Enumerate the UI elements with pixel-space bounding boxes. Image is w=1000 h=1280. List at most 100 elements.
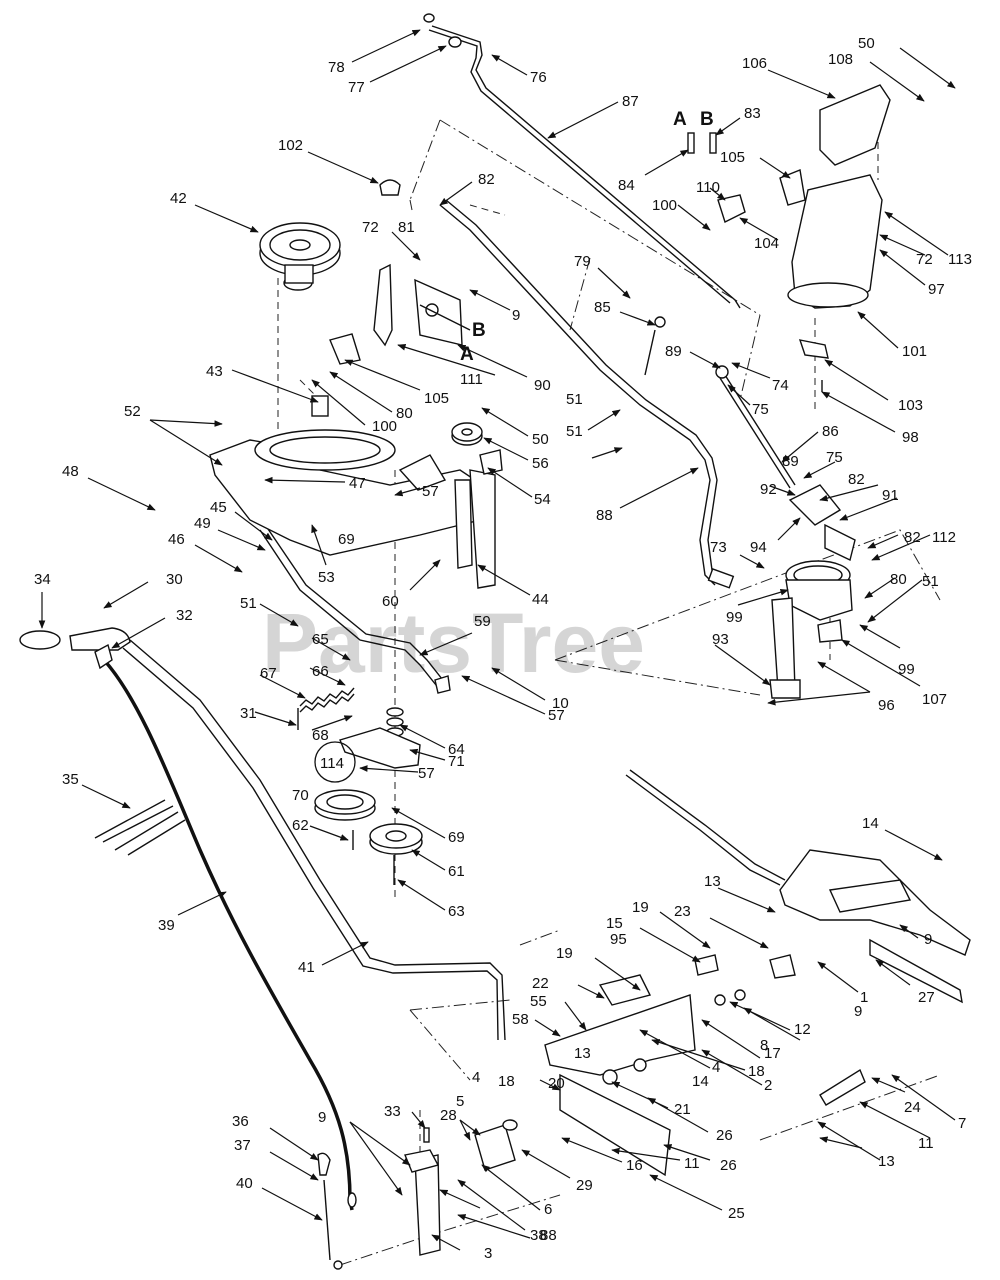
part-label: 80 [890, 571, 907, 588]
part-label: 70 [292, 787, 309, 804]
part-label: 103 [898, 397, 923, 414]
part-label: 9 [854, 1003, 862, 1020]
part-label: 82 [904, 529, 921, 546]
part-label: 51 [566, 391, 583, 408]
part-label: 102 [278, 137, 303, 154]
part-label: 46 [168, 531, 185, 548]
part-label: 20 [548, 1075, 565, 1092]
upper-control-rod [439, 199, 735, 589]
part-label: 68 [312, 727, 329, 744]
pulley-56 [451, 422, 483, 446]
control-cable [94, 643, 357, 1211]
part-label: 13 [574, 1045, 591, 1062]
part-label: 55 [530, 993, 547, 1010]
part-label: 76 [530, 69, 547, 86]
part-label: 69 [448, 829, 465, 846]
part-label: 52 [124, 403, 141, 420]
part-label: 82 [478, 171, 495, 188]
part-label: 4 [472, 1069, 480, 1086]
callout-letter-a-top: A [673, 109, 687, 130]
part-label: 13 [704, 873, 721, 890]
part-label: 11 [684, 1155, 700, 1172]
part-label: 65 [312, 631, 329, 648]
part-label: 105 [424, 390, 449, 407]
callout-letter-b-bracket: B [472, 320, 486, 341]
part-label: 38 [530, 1227, 547, 1244]
part-label: 18 [498, 1073, 515, 1090]
part-label: 62 [292, 817, 309, 834]
part-label: 45 [210, 499, 227, 516]
part-label: 98 [902, 429, 919, 446]
part-label: 48 [62, 463, 79, 480]
part-label: 67 [260, 665, 277, 682]
part-label: 85 [594, 299, 611, 316]
part-label: 64 [448, 741, 465, 758]
part-label: 23 [674, 903, 691, 920]
part-label: 13 [878, 1153, 895, 1170]
part-label: 82 [848, 471, 865, 488]
part-label: 26 [720, 1157, 737, 1174]
part-label: 51 [922, 573, 939, 590]
part-label: 47 [349, 475, 366, 492]
part-label: 12 [794, 1021, 811, 1038]
part-label: 11 [918, 1135, 934, 1152]
part-label: 40 [236, 1175, 253, 1192]
part-label: 108 [828, 51, 853, 68]
part-number-labels: 78 77 76 87 102 82 42 72 81 9 79 85 89 7… [34, 35, 972, 1262]
part-label: 100 [652, 197, 677, 214]
part-label: 86 [822, 423, 839, 440]
part-label: 93 [712, 631, 729, 648]
part-label: 114 [320, 755, 344, 772]
part-label: 87 [622, 93, 639, 110]
part-label: 16 [626, 1157, 643, 1174]
secondary-handle [259, 525, 451, 694]
callout-letter-a-bracket: A [460, 344, 474, 365]
shift-rod [423, 13, 741, 309]
part-label: 10 [552, 695, 569, 712]
lower-frame [544, 769, 971, 1177]
part-label: 49 [194, 515, 211, 532]
part-label: 50 [532, 431, 549, 448]
part-label: 5 [456, 1093, 464, 1110]
part-label: 1 [860, 989, 868, 1006]
part-label: 77 [348, 79, 365, 96]
part-label: 61 [448, 863, 465, 880]
part-label: 84 [618, 177, 635, 194]
part-label: 32 [176, 607, 193, 624]
part-label: 75 [752, 401, 769, 418]
leader-lines [38, 29, 956, 1251]
part-label: 91 [882, 487, 899, 504]
part-label: 58 [512, 1011, 529, 1028]
chute-base [644, 316, 856, 699]
part-label: 66 [312, 663, 329, 680]
part-label: 28 [440, 1107, 457, 1124]
part-label: 53 [318, 569, 335, 586]
part-label: 25 [728, 1205, 745, 1222]
part-label: 95 [610, 931, 627, 948]
part-label: 43 [206, 363, 223, 380]
part-label: 42 [170, 190, 187, 207]
callout-letters: A B B A [460, 109, 714, 365]
part-label: 9 [318, 1109, 326, 1126]
part-label: 31 [240, 705, 257, 722]
part-label: 57 [548, 707, 565, 724]
part-label: 60 [382, 593, 399, 610]
part-label: 94 [750, 539, 767, 556]
part-label: 41 [298, 959, 315, 976]
part-label: 110 [696, 179, 720, 196]
part-label: 88 [540, 1227, 557, 1244]
part-label: 9 [512, 307, 520, 324]
part-label: 73 [710, 539, 727, 556]
part-label: 33 [384, 1103, 401, 1120]
part-label: 56 [532, 455, 549, 472]
part-label: 104 [754, 235, 779, 252]
part-label: 44 [532, 591, 549, 608]
part-label: 22 [532, 975, 549, 992]
part-label: 35 [62, 771, 79, 788]
part-label: 26 [716, 1127, 733, 1144]
part-label: 105 [720, 149, 745, 166]
part-label: 57 [422, 483, 439, 500]
part-label: 9 [924, 931, 932, 948]
part-label: 17 [764, 1045, 781, 1062]
